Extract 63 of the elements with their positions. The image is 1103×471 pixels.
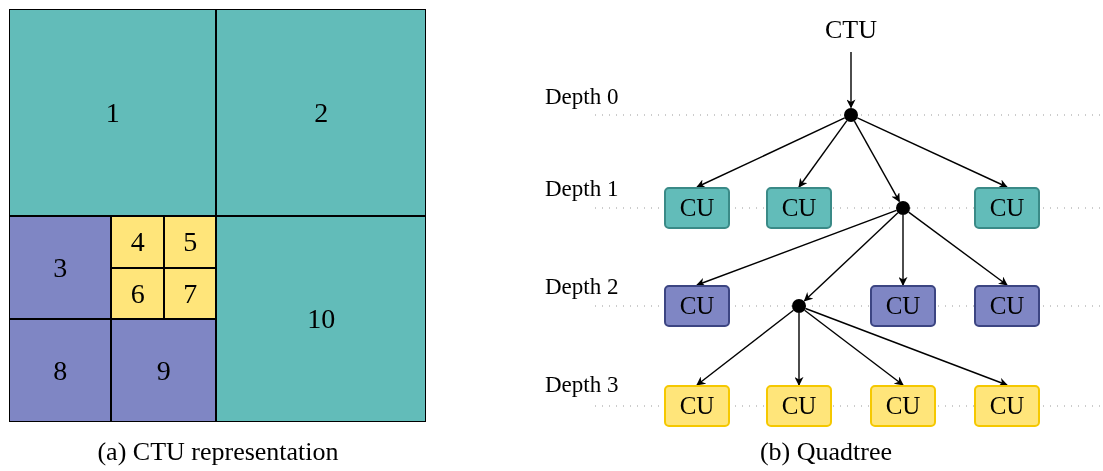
ctu-block (164, 216, 217, 269)
cu-box (664, 285, 730, 327)
arrow (798, 120, 848, 188)
label-text: 1 (105, 96, 120, 129)
ctu-block (9, 9, 217, 217)
cu-box (974, 187, 1040, 229)
ctu-block (111, 268, 165, 320)
ctu-block (164, 268, 217, 320)
label-text: CU (885, 392, 921, 420)
arrow (804, 307, 1008, 387)
arrow (696, 117, 846, 188)
arrow (907, 211, 1008, 286)
caption: (b) Quadtree (758, 437, 894, 467)
cu-box (974, 285, 1040, 327)
caption: (a) CTU representation (96, 437, 340, 467)
depth-label: Depth 0 (545, 84, 619, 110)
arrow (846, 51, 856, 109)
label-text: 2 (314, 96, 329, 129)
label-text: 5 (183, 226, 198, 259)
cu-box (766, 187, 832, 229)
label-text: CU (989, 194, 1025, 222)
ctu-block (111, 319, 217, 423)
label-text: 8 (53, 354, 68, 387)
depth-label: Depth 2 (545, 274, 619, 300)
arrow (898, 214, 908, 286)
arrow (803, 212, 899, 302)
ctu-block (111, 216, 165, 269)
label-text: CU (989, 392, 1025, 420)
arrow (794, 312, 804, 386)
label-text: CU (679, 194, 715, 222)
split-node-dot (844, 108, 858, 122)
label-text: CU (885, 292, 921, 320)
ctu-block (216, 9, 427, 217)
arrow (853, 120, 901, 203)
cu-box (664, 187, 730, 229)
ctu-block (9, 216, 112, 320)
arrow (803, 309, 904, 386)
split-node-dot (792, 299, 806, 313)
ctu-block (9, 319, 112, 423)
arrow (696, 309, 795, 386)
label-text: 3 (53, 251, 68, 284)
depth-label: Depth 3 (545, 372, 619, 398)
label-text: CU (989, 292, 1025, 320)
ctu-block (216, 216, 427, 423)
arrow (696, 209, 898, 287)
depth-label: Depth 1 (545, 176, 619, 202)
cu-box (870, 285, 936, 327)
cu-box (766, 385, 832, 427)
label-text: 4 (130, 226, 145, 259)
label-text: 6 (130, 277, 145, 310)
cu-box (870, 385, 936, 427)
label-text: CU (679, 392, 715, 420)
cu-box (664, 385, 730, 427)
label-text: 10 (307, 303, 336, 336)
arrow (856, 117, 1008, 188)
root-label: CTU (825, 15, 877, 45)
label-text: 7 (183, 277, 198, 310)
label-text: CU (679, 292, 715, 320)
label-text: CU (781, 392, 817, 420)
label-text: CU (781, 194, 817, 222)
label-text: 9 (156, 354, 171, 387)
cu-box (974, 385, 1040, 427)
split-node-dot (896, 201, 910, 215)
